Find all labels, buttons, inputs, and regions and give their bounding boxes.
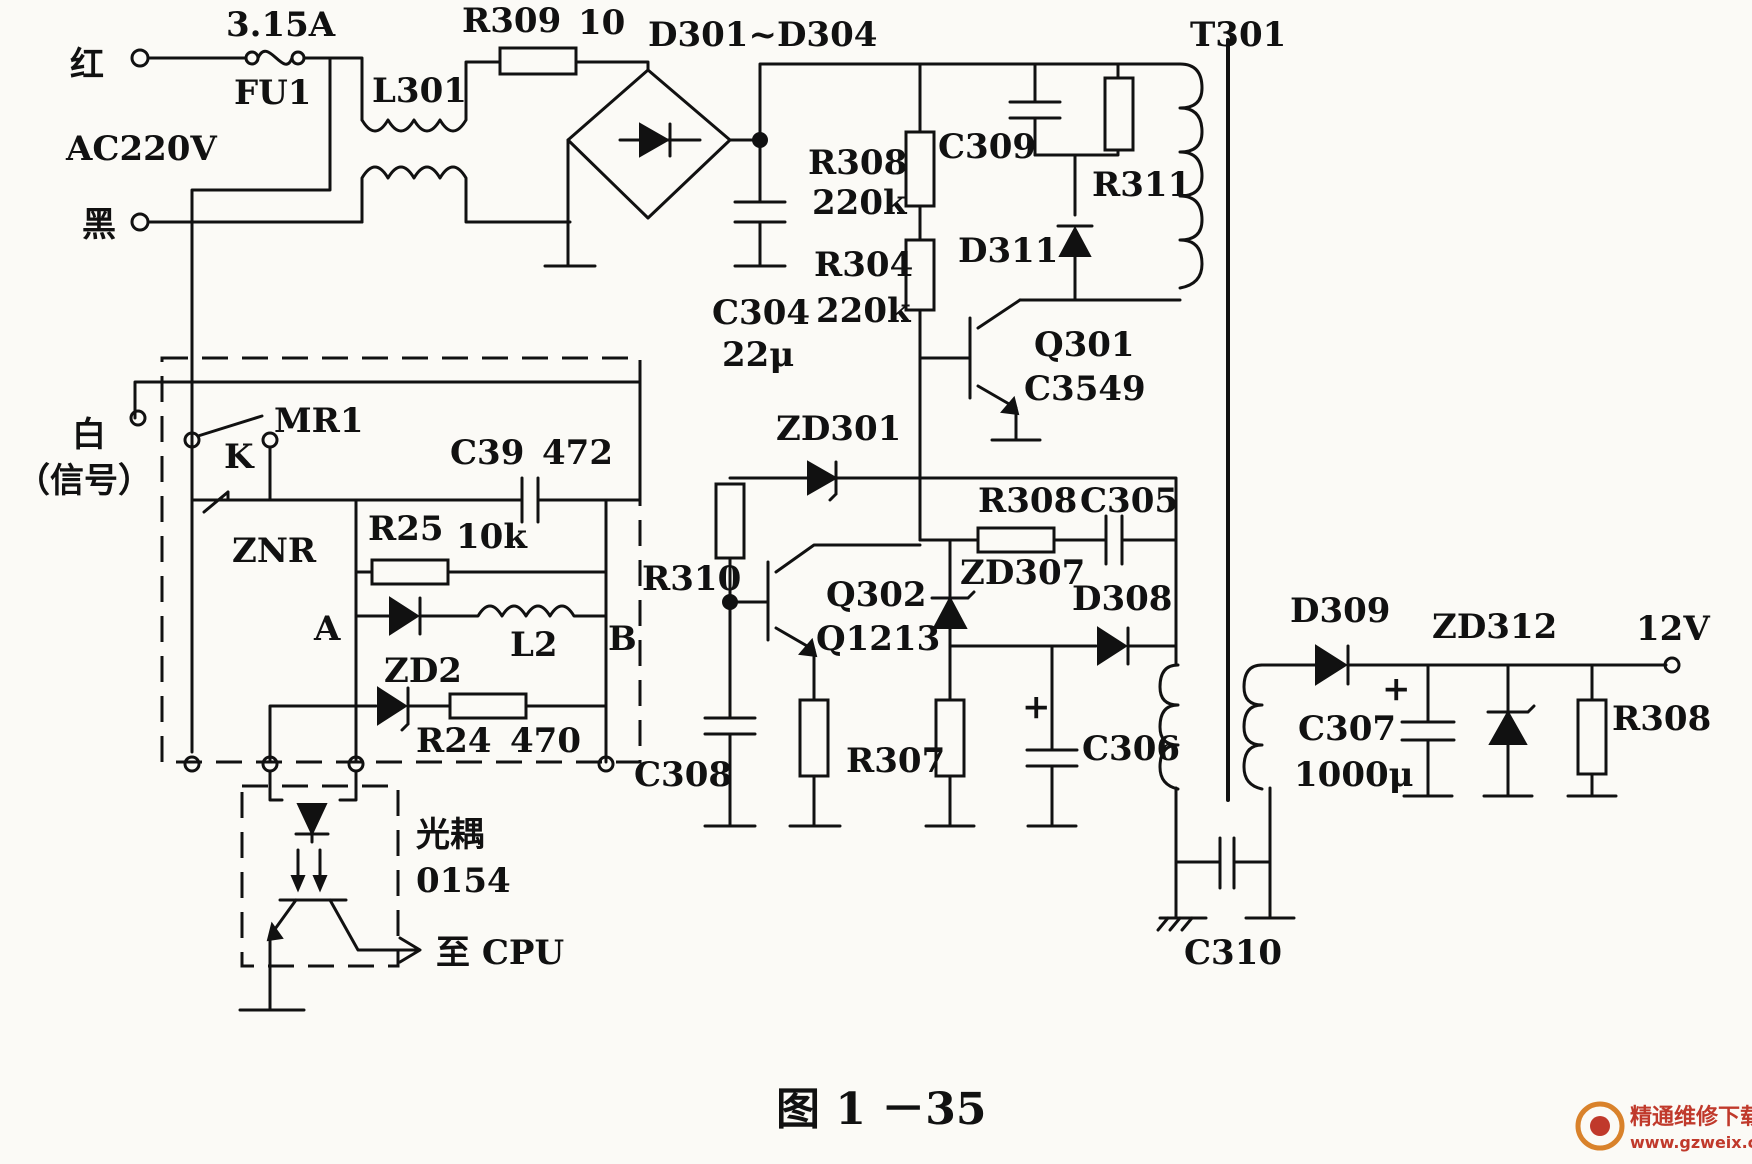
label-r308-upper-val: 220k	[812, 183, 908, 223]
label-c304-val: 22μ	[722, 335, 794, 375]
watermark-text: 精通维修下载	[1630, 1104, 1752, 1130]
choke-l301	[328, 56, 572, 224]
label-r311: R311	[1092, 165, 1191, 205]
label-r307: R307	[846, 741, 945, 781]
resistor-r25	[370, 558, 450, 586]
label-r308-lower: R308	[978, 481, 1077, 521]
label-ac: AC220V	[65, 129, 217, 169]
component-labels: 红 3.15A FU1 R309 10 D301~D304 T301 L301 …	[16, 1, 1711, 973]
label-bridge: D301~D304	[648, 15, 877, 55]
label-d309: D309	[1290, 591, 1390, 631]
label-d308: D308	[1072, 579, 1172, 619]
label-to-cpu: 至 CPU	[436, 933, 564, 973]
watermark-url: www.gzweix.com	[1630, 1133, 1752, 1152]
label-k: K	[224, 437, 255, 477]
diode-d308	[1097, 626, 1128, 666]
label-q301: Q301	[1034, 325, 1135, 365]
label-c308: C308	[634, 755, 732, 795]
capacitor-c306	[1025, 644, 1079, 828]
label-opto-part: 0154	[416, 861, 511, 901]
bridge-rectifier	[543, 68, 768, 268]
resistor-r308-output	[1576, 698, 1608, 776]
resistor-r310	[714, 482, 746, 560]
watermark-logo-icon	[1575, 1101, 1625, 1151]
label-zd2: ZD2	[384, 651, 462, 691]
label-c305: C305	[1080, 481, 1178, 521]
label-b: B	[608, 619, 637, 659]
zener-zd312	[1482, 663, 1536, 798]
label-white: 白	[72, 415, 106, 455]
label-t301: T301	[1190, 15, 1286, 55]
label-r309: R309	[462, 1, 561, 41]
snubber-c309-r311	[1008, 62, 1135, 302]
label-r308-output: R308	[1612, 699, 1711, 739]
resistor-r308-lower	[976, 526, 1056, 554]
label-optocoupler: 光耦	[416, 815, 484, 855]
label-r308-upper: R308	[808, 143, 907, 183]
label-a: A	[313, 609, 341, 649]
label-red: 红	[70, 45, 104, 85]
label-c39-val: 472	[542, 433, 613, 473]
zener-zd301	[728, 460, 1178, 542]
label-r24: R24	[416, 721, 492, 761]
label-zd312: ZD312	[1432, 607, 1557, 647]
label-c307-plus: +	[1382, 669, 1411, 709]
label-r304: R304	[814, 245, 913, 285]
capacitor-c304	[733, 138, 787, 268]
label-r25-val: 10k	[456, 517, 528, 557]
label-c306-plus: +	[1022, 687, 1051, 727]
transistor-q302	[728, 543, 922, 828]
diode-d309	[1315, 644, 1348, 686]
label-c39: C39	[450, 433, 524, 473]
label-q302: Q302	[826, 575, 927, 615]
figure-caption: 图 1 －35	[776, 1084, 986, 1135]
resistor-r308-upper	[904, 130, 936, 208]
resistor-r307	[934, 698, 966, 778]
label-r304-val: 220k	[816, 291, 912, 331]
optocoupler	[238, 769, 422, 1012]
label-c306: C306	[1082, 729, 1180, 769]
label-q302-type: Q1213	[816, 619, 940, 659]
resistor-r24	[448, 692, 528, 720]
label-signal: （信号）	[16, 461, 152, 501]
zener-zd307	[924, 538, 976, 828]
fuse-fu1	[244, 49, 306, 66]
capacitor-c310	[1156, 786, 1296, 932]
label-znr: ZNR	[232, 531, 317, 571]
label-r25: R25	[368, 509, 444, 549]
label-black: 黑	[82, 205, 116, 245]
label-l2: L2	[510, 625, 558, 665]
label-c307-val: 1000μ	[1294, 755, 1414, 795]
label-fu1: FU1	[234, 73, 311, 113]
label-q301-type: C3549	[1024, 369, 1146, 409]
watermark: 精通维修下载 www.gzweix.com	[1575, 1101, 1752, 1152]
ac-input	[130, 48, 364, 754]
label-zd307: ZD307	[960, 553, 1085, 593]
capacitor-c305	[1104, 514, 1124, 566]
label-r24-val: 470	[510, 721, 581, 761]
label-mr1: MR1	[274, 401, 364, 441]
label-d311: D311	[958, 231, 1058, 271]
label-l301: L301	[372, 71, 467, 111]
label-c304: C304	[712, 293, 810, 333]
label-zd301: ZD301	[776, 409, 901, 449]
resistor-r309	[498, 46, 578, 76]
capacitor-c307	[1400, 663, 1456, 798]
label-12v: 12V	[1636, 609, 1710, 649]
label-c309: C309	[938, 127, 1036, 167]
transformer-t301	[1018, 38, 1264, 802]
label-r310: R310	[642, 559, 741, 599]
label-fuse-rating: 3.15A	[226, 5, 336, 45]
signal-module	[129, 356, 642, 773]
transistor-q301	[918, 298, 1042, 442]
label-r309-val: 10	[578, 3, 625, 43]
label-c307: C307	[1298, 709, 1396, 749]
label-c310: C310	[1184, 933, 1282, 973]
